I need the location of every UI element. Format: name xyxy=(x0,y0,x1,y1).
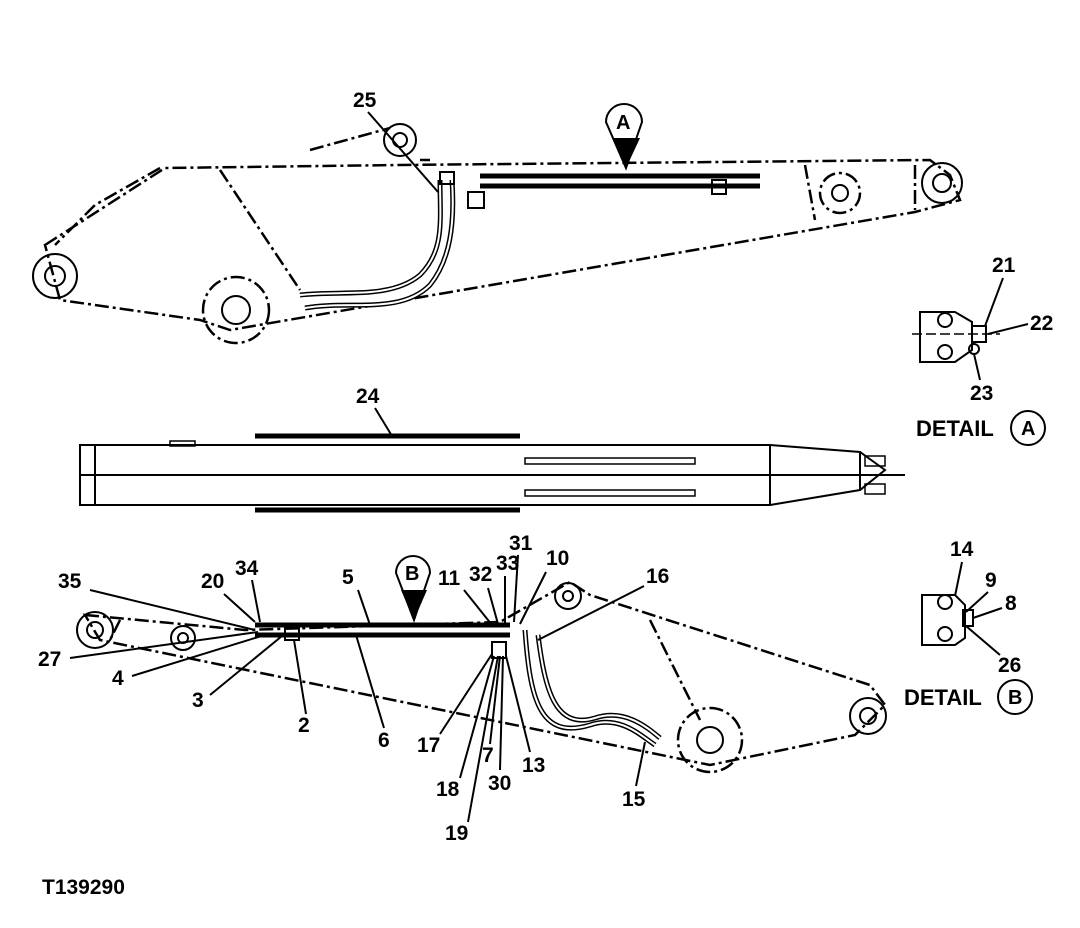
callout-34: 34 xyxy=(235,557,259,580)
callout-8: 8 xyxy=(1005,592,1017,615)
callout-17: 17 xyxy=(417,734,440,757)
detail-b-label: DETAIL xyxy=(904,685,982,710)
callout-14: 14 xyxy=(950,538,974,561)
detail-b-letter: B xyxy=(1008,687,1022,709)
callout-2: 2 xyxy=(298,714,310,737)
boom-tip-pin xyxy=(921,162,963,204)
boom-foot-pin xyxy=(32,253,78,299)
detail-a-letter: A xyxy=(1021,418,1035,440)
hose-line-top xyxy=(299,171,760,311)
callout-19: 19 xyxy=(445,822,468,845)
callout-33: 33 xyxy=(496,552,519,575)
upper-bracket-pin xyxy=(383,123,417,157)
location-marker-b: B xyxy=(394,555,432,623)
bottom-foot-pin xyxy=(76,611,114,649)
callout-10: 10 xyxy=(546,547,569,570)
detail-b: 14 9 8 26 DETAIL B xyxy=(904,538,1033,715)
callout-11: 11 xyxy=(438,567,461,590)
boom-cylinder-pin xyxy=(201,275,271,345)
figure-id: T139290 xyxy=(42,876,125,899)
callout-5: 5 xyxy=(342,566,354,589)
callout-20: 20 xyxy=(201,570,224,593)
callout-9: 9 xyxy=(985,569,997,592)
hose-line-bottom xyxy=(255,622,662,748)
callout-16: 16 xyxy=(646,565,669,588)
callout-6: 6 xyxy=(378,729,390,752)
location-marker-a: A xyxy=(604,103,644,171)
hose-line-middle xyxy=(255,433,520,513)
boom-plan-view-middle: 24 xyxy=(79,385,905,513)
callout-4: 4 xyxy=(112,667,124,690)
svg-text:A: A xyxy=(616,112,630,134)
callout-7: 7 xyxy=(482,744,494,767)
bottom-tip-pin xyxy=(849,697,887,735)
bottom-cylinder-pin xyxy=(676,706,744,774)
bottom-bracket-pin xyxy=(554,582,582,610)
callout-31: 31 xyxy=(509,532,533,555)
arm-cylinder-pin xyxy=(818,171,862,215)
callout-13: 13 xyxy=(522,754,545,777)
callout-22: 22 xyxy=(1030,312,1053,335)
callout-15: 15 xyxy=(622,788,646,811)
callout-3: 3 xyxy=(192,689,204,712)
callout-25: 25 xyxy=(353,89,377,112)
detail-a-label: DETAIL xyxy=(916,416,994,441)
boom-side-view-bottom: B 35 20 34 5 11 32 33 31 10 16 27 4 3 2 … xyxy=(38,532,887,845)
boom-side-view-top: 25 A xyxy=(32,89,963,345)
callout-26: 26 xyxy=(998,654,1021,677)
bottom-mid-pin xyxy=(170,625,196,651)
svg-text:B: B xyxy=(405,563,419,585)
callout-24: 24 xyxy=(356,385,380,408)
callout-21: 21 xyxy=(992,254,1016,277)
callout-35: 35 xyxy=(58,570,82,593)
callout-27: 27 xyxy=(38,648,61,671)
callout-30: 30 xyxy=(488,772,511,795)
callout-18: 18 xyxy=(436,778,460,801)
callout-32: 32 xyxy=(469,563,492,586)
callout-23: 23 xyxy=(970,382,993,405)
detail-a: 21 22 23 DETAIL A xyxy=(912,254,1053,446)
